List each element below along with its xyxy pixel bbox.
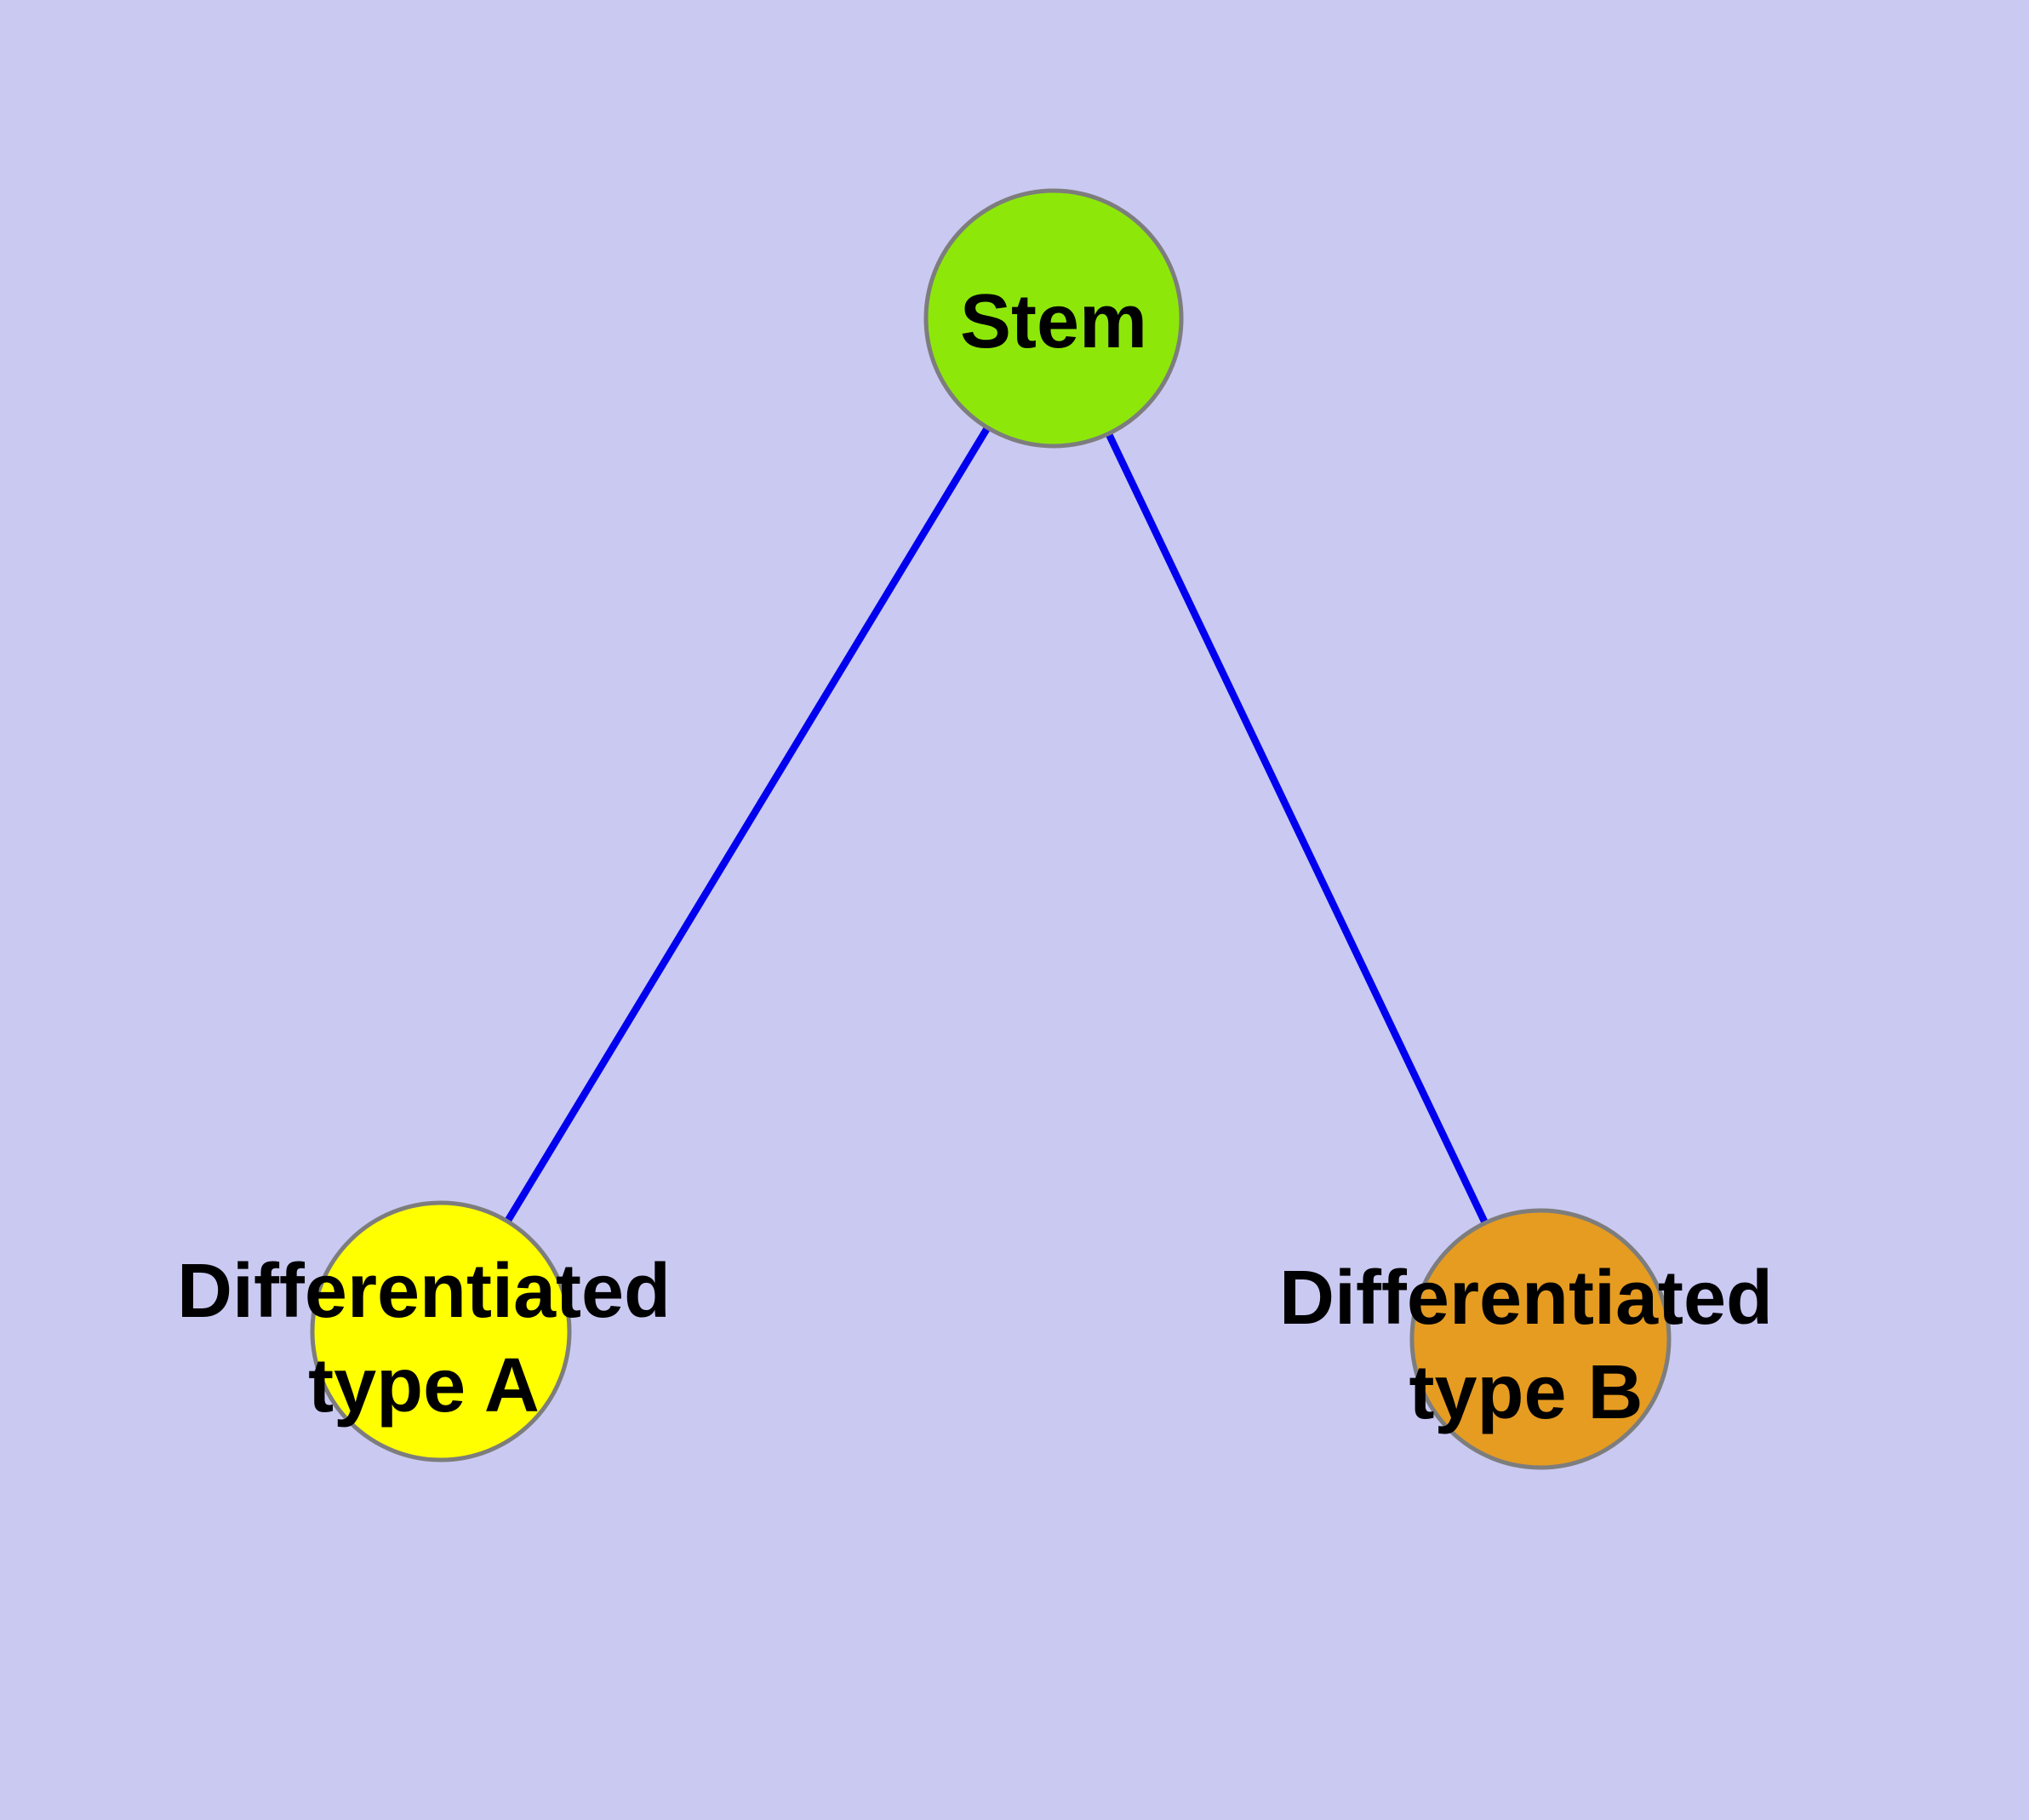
type-b-node-circle: [1409, 1208, 1672, 1470]
node-differentiated-type-a: Differentiated type A: [177, 1200, 671, 1462]
edge-stem-to-type-b: [1050, 317, 1544, 1341]
node-differentiated-type-b: Differentiated type B: [1279, 1208, 1773, 1470]
stem-node-circle: [923, 188, 1184, 449]
type-b-node-label-line1: Differentiated: [1279, 1256, 1773, 1341]
type-a-node-label-line2: type A: [308, 1343, 540, 1428]
edge-group: [437, 316, 1544, 1341]
type-a-node-circle: [310, 1200, 572, 1462]
edge-stem-to-type-a: [437, 316, 1057, 1334]
type-b-node-label-line2: type B: [1409, 1350, 1643, 1435]
node-stem: Stem: [923, 188, 1184, 449]
stem-node-label: Stem: [960, 279, 1147, 364]
type-a-node-label-line1: Differentiated: [177, 1249, 671, 1334]
